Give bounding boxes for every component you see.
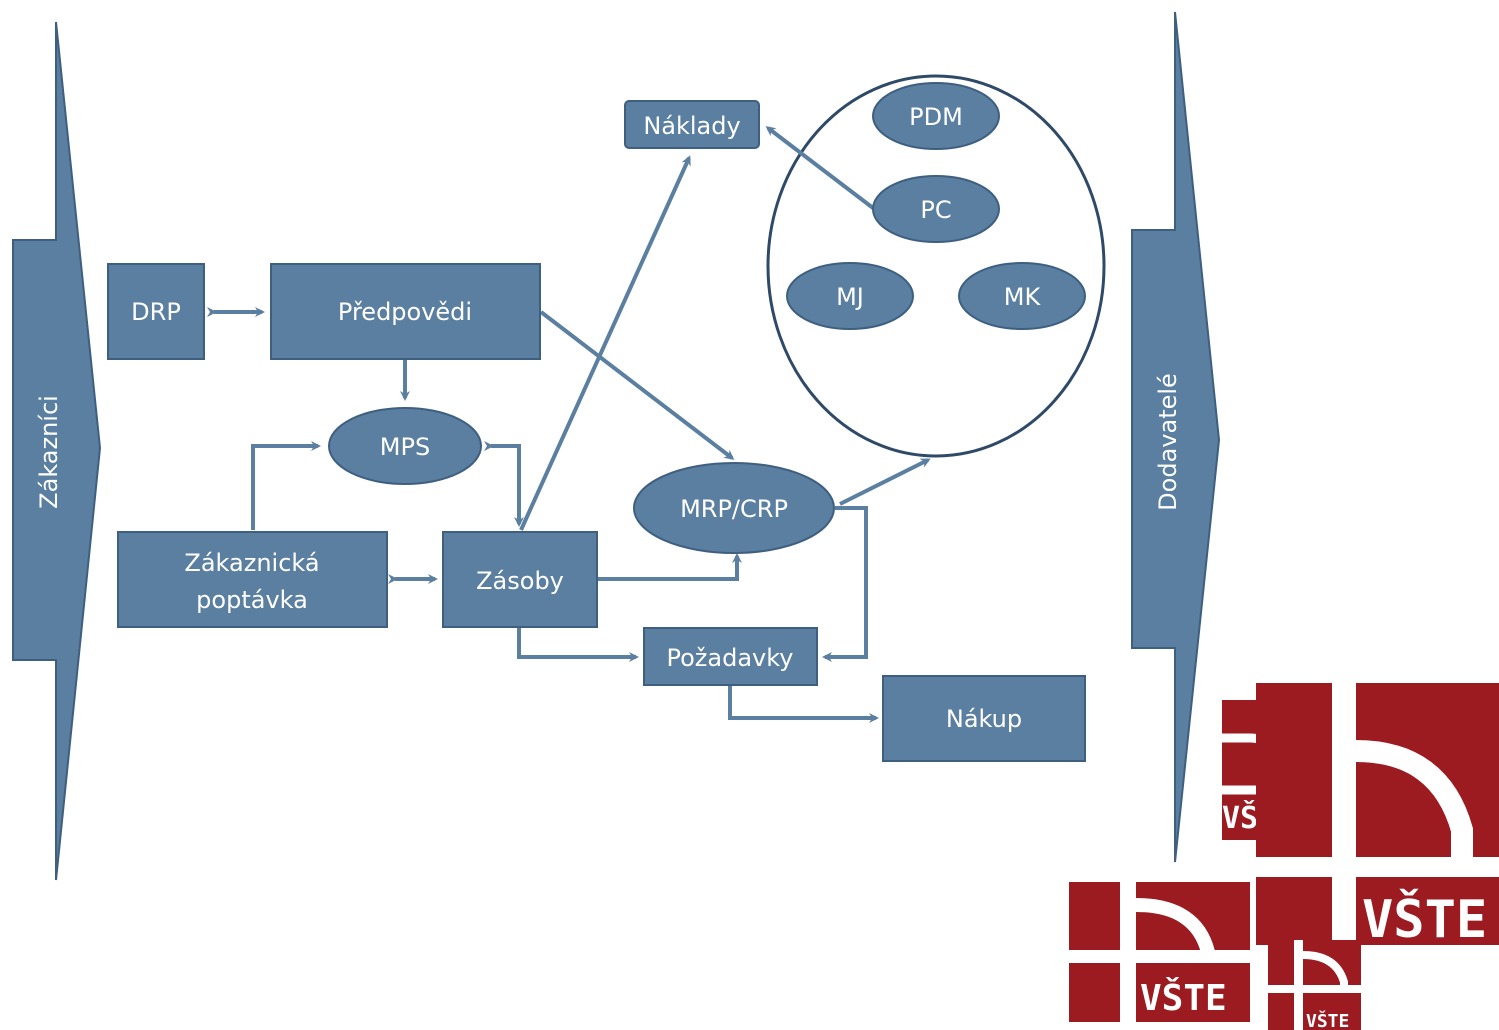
node-predpovedi-label: Předpovědi	[338, 298, 472, 326]
customers-label: Zákazníci	[35, 395, 63, 509]
vste-logo-text-medium: VŠTE	[1140, 977, 1227, 1019]
node-pozadavky: Požadavky	[643, 627, 818, 686]
suppliers-label: Dodavatelé	[1154, 373, 1182, 511]
node-mrp-crp-label: MRP/CRP	[680, 495, 788, 523]
node-naklady-label: Náklady	[643, 112, 740, 140]
arrow-zasoby-naklady	[519, 155, 691, 531]
arrow-zasoby-mrp	[598, 553, 742, 581]
arrow-zasoby-pozadavky	[517, 628, 639, 662]
node-pdm: PDM	[872, 82, 1000, 150]
node-nakup: Nákup	[882, 675, 1086, 762]
node-mps-label: MPS	[380, 433, 430, 461]
arrow-pc-naklady	[765, 126, 875, 210]
node-pc-label: PC	[920, 196, 951, 224]
vste-logo-tile-small: VŠTE	[1268, 940, 1361, 1030]
node-mps: MPS	[328, 407, 482, 485]
node-mj-label: MJ	[836, 283, 864, 311]
node-pc: PC	[872, 175, 1000, 243]
vste-logo-tile-large: VŠTE	[1256, 683, 1499, 950]
customers-banner: Zákazníci	[12, 21, 102, 881]
node-pozadavky-label: Požadavky	[667, 644, 794, 672]
node-mk: MK	[958, 262, 1086, 330]
node-drp-label: DRP	[131, 298, 181, 326]
vste-logo-text-small: VŠTE	[1306, 1010, 1349, 1030]
arrow-mps-zasoby	[484, 441, 524, 527]
vste-logo: VŠTE VŠTE VŠTE VŠTE	[1069, 683, 1499, 1030]
arrow-poptavka-mps	[251, 441, 321, 530]
vste-logo-text-large: VŠTE	[1362, 888, 1487, 950]
node-drp: DRP	[107, 263, 205, 360]
suppliers-banner: Dodavatelé	[1131, 11, 1221, 863]
node-mrp-crp: MRP/CRP	[633, 462, 835, 554]
node-mk-label: MK	[1004, 283, 1042, 311]
arrow-mrp-group	[839, 458, 931, 506]
arrow-predpovedi-mrp	[539, 310, 735, 460]
vste-logo-tile-medium: VŠTE	[1069, 882, 1250, 1022]
node-predpovedi: Předpovědi	[270, 263, 541, 360]
arrow-pozadavky-nakup	[728, 685, 879, 723]
node-pdm-label: PDM	[909, 103, 963, 131]
node-nakup-label: Nákup	[946, 705, 1022, 733]
arrow-mrp-pozadavky	[822, 506, 868, 662]
node-naklady: Náklady	[624, 100, 760, 149]
node-zasoby-label: Zásoby	[476, 567, 564, 595]
node-zasoby: Zásoby	[442, 531, 598, 628]
node-zakaznicka-line1: Zákaznická	[184, 549, 319, 577]
node-zakaznicka-line2: poptávka	[196, 586, 308, 614]
node-zakaznicka-poptavka: Zákaznická poptávka	[117, 531, 388, 628]
modules-group-ellipse	[766, 74, 1106, 458]
node-mj: MJ	[786, 262, 914, 330]
connectors	[207, 126, 931, 723]
